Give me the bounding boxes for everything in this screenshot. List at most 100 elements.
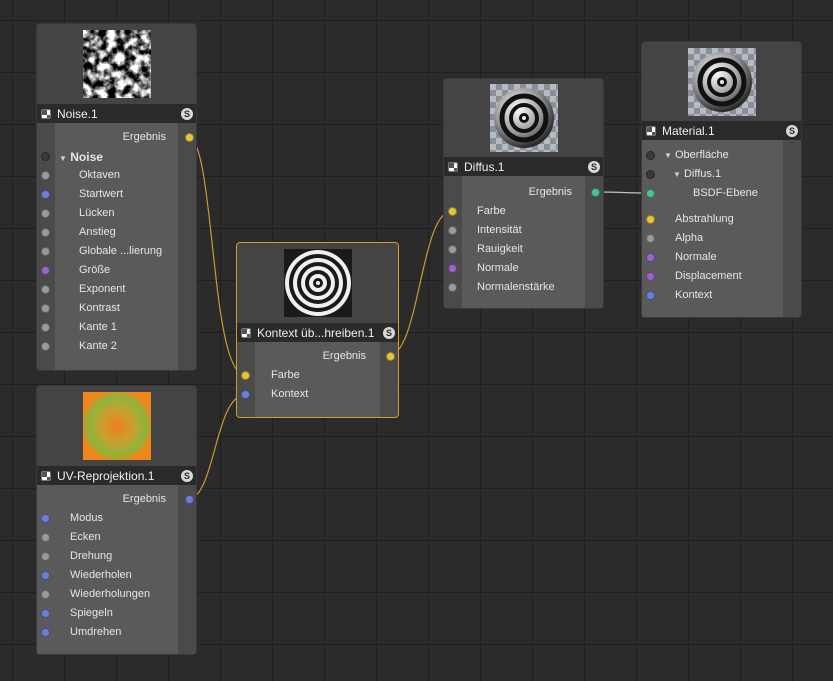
uv-input-row[interactable]: Wiederholungen — [37, 585, 196, 604]
material-input-row[interactable]: Normale — [642, 248, 801, 267]
kontext-body: Ergebnis Farbe Kontext — [237, 342, 398, 417]
diffus-input-row[interactable]: Normalenstärke — [444, 278, 603, 297]
material-tree-row[interactable]: BSDF-Ebene — [642, 184, 801, 203]
input-label: Ecken — [70, 531, 101, 543]
input-label: Displacement — [675, 270, 742, 282]
input-port-purple[interactable] — [41, 266, 50, 275]
noise-input-row[interactable]: Kontrast — [37, 299, 196, 318]
expand-triangle-icon[interactable]: ▼ — [673, 170, 681, 179]
noise-header[interactable]: Noise.1 S — [37, 104, 196, 123]
uv-input-row[interactable]: Drehung — [37, 547, 196, 566]
diffus-input-row[interactable]: Intensität — [444, 221, 603, 240]
material-input-row[interactable]: Kontext — [642, 286, 801, 305]
noise-input-row[interactable]: Kante 1 — [37, 318, 196, 337]
output-port-yellow[interactable] — [386, 352, 395, 361]
noise-input-row[interactable]: Globale ...lierung — [37, 242, 196, 261]
input-label: Kontext — [271, 388, 309, 400]
solo-badge-icon[interactable]: S — [786, 124, 798, 137]
input-port-disabled[interactable] — [646, 151, 655, 160]
uv-header[interactable]: UV-Reprojektion.1 S — [37, 466, 196, 485]
input-port-blue[interactable] — [41, 609, 50, 618]
noise-input-row[interactable]: Anstieg — [37, 223, 196, 242]
noise-input-row[interactable]: Kante 2 — [37, 337, 196, 356]
input-port-gray[interactable] — [448, 245, 457, 254]
input-port-gray[interactable] — [41, 304, 50, 313]
input-label: Startwert — [79, 188, 124, 200]
solo-badge-icon[interactable]: S — [181, 469, 193, 482]
input-port-blue[interactable] — [41, 190, 50, 199]
diffuse-node[interactable]: Diffus.1 S Ergebnis Farbe Intensität Rau… — [443, 78, 604, 309]
input-port-blue[interactable] — [41, 571, 50, 580]
kontext-input-row[interactable]: Kontext — [237, 385, 398, 404]
noise-input-row[interactable]: Größe — [37, 261, 196, 280]
input-port-yellow[interactable] — [241, 371, 250, 380]
material-thumbnail — [687, 47, 756, 116]
input-port-gray[interactable] — [41, 285, 50, 294]
output-label: Ergebnis — [528, 186, 572, 198]
uv-input-row[interactable]: Umdrehen — [37, 623, 196, 642]
uv-input-row[interactable]: Spiegeln — [37, 604, 196, 623]
input-port-gray[interactable] — [41, 247, 50, 256]
input-port-yellow[interactable] — [448, 207, 457, 216]
input-port-gray[interactable] — [41, 171, 50, 180]
material-input-row[interactable]: Alpha — [642, 229, 801, 248]
input-port-purple[interactable] — [646, 253, 655, 262]
noise-input-row[interactable]: Exponent — [37, 280, 196, 299]
diffus-thumbnail — [489, 84, 558, 152]
noise-input-row[interactable]: Startwert — [37, 185, 196, 204]
input-port-blue[interactable] — [646, 291, 655, 300]
expand-triangle-icon[interactable]: ▼ — [59, 154, 67, 163]
output-port-yellow[interactable] — [185, 133, 194, 142]
input-port-gray[interactable] — [41, 552, 50, 561]
material-input-row[interactable]: Displacement — [642, 267, 801, 286]
shader-node-icon — [41, 470, 51, 481]
input-port-green[interactable] — [646, 189, 655, 198]
kontext-header[interactable]: Kontext üb...hreiben.1 S — [237, 323, 398, 342]
noise-group-row[interactable]: ▼ Noise — [37, 147, 196, 166]
input-label: Globale ...lierung — [79, 245, 163, 257]
diffus-input-row[interactable]: Normale — [444, 259, 603, 278]
input-port-blue[interactable] — [41, 628, 50, 637]
uv-input-row[interactable]: Wiederholen — [37, 566, 196, 585]
input-port-gray[interactable] — [41, 533, 50, 542]
material-tree-row[interactable]: ▼ Oberfläche — [642, 146, 801, 165]
uv-input-row[interactable]: Ecken — [37, 528, 196, 547]
noise-input-row[interactable]: Lücken — [37, 204, 196, 223]
uv-input-row[interactable]: Modus — [37, 509, 196, 528]
kontext-input-row[interactable]: Farbe — [237, 366, 398, 385]
input-port-blue[interactable] — [241, 390, 250, 399]
diffus-header[interactable]: Diffus.1 S — [444, 157, 603, 176]
solo-badge-icon[interactable]: S — [383, 326, 395, 339]
diffus-input-row[interactable]: Rauigkeit — [444, 240, 603, 259]
input-port-disabled[interactable] — [41, 152, 50, 161]
input-port-gray[interactable] — [41, 323, 50, 332]
material-header[interactable]: Material.1 S — [642, 121, 801, 140]
input-port-gray[interactable] — [448, 283, 457, 292]
noise-node[interactable]: Noise.1 S Ergebnis ▼ Noise Oktaven Start… — [36, 23, 197, 371]
input-port-gray[interactable] — [41, 342, 50, 351]
material-node[interactable]: Material.1 S ▼ Oberfläche ▼ Diffus.1 BSD… — [641, 41, 802, 318]
output-port-blue[interactable] — [185, 495, 194, 504]
input-port-purple[interactable] — [646, 272, 655, 281]
expand-triangle-icon[interactable]: ▼ — [664, 151, 672, 160]
material-tree-row[interactable]: ▼ Diffus.1 — [642, 165, 801, 184]
diffus-input-row[interactable]: Farbe — [444, 202, 603, 221]
output-port-green[interactable] — [591, 188, 600, 197]
uv-reprojection-node[interactable]: UV-Reprojektion.1 S Ergebnis Modus Ecken… — [36, 385, 197, 655]
material-body: ▼ Oberfläche ▼ Diffus.1 BSDF-Ebene Abstr… — [642, 140, 801, 317]
noise-thumbnail — [82, 30, 151, 98]
input-port-gray[interactable] — [41, 209, 50, 218]
context-override-node[interactable]: Kontext üb...hreiben.1 S Ergebnis Farbe … — [236, 242, 399, 418]
input-port-gray[interactable] — [41, 590, 50, 599]
material-input-row[interactable]: Abstrahlung — [642, 210, 801, 229]
input-port-gray[interactable] — [41, 228, 50, 237]
solo-badge-icon[interactable]: S — [181, 107, 193, 120]
input-port-gray[interactable] — [646, 234, 655, 243]
input-port-disabled[interactable] — [646, 170, 655, 179]
solo-badge-icon[interactable]: S — [588, 160, 600, 173]
input-port-blue[interactable] — [41, 514, 50, 523]
noise-input-row[interactable]: Oktaven — [37, 166, 196, 185]
input-port-purple[interactable] — [448, 264, 457, 273]
input-port-yellow[interactable] — [646, 215, 655, 224]
input-port-gray[interactable] — [448, 226, 457, 235]
